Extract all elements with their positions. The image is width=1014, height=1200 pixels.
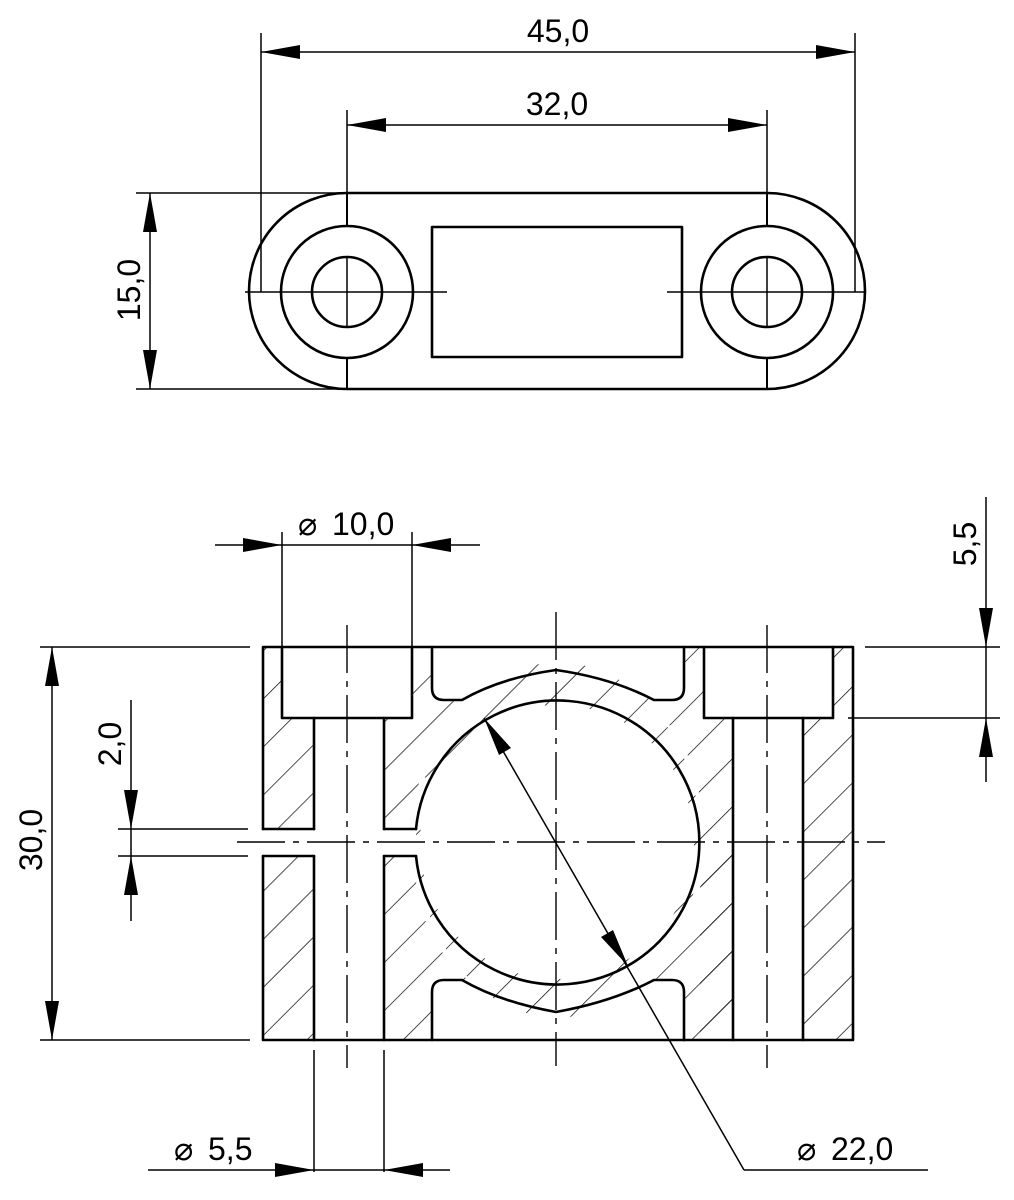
dim-bore-dia: ⌀ 22,0: [797, 1131, 893, 1167]
center-window: [430, 225, 684, 359]
svg-text:⌀: ⌀: [298, 506, 317, 542]
dim-counterbore-dia: ⌀ 10,0: [298, 506, 394, 542]
right-counterbore: [702, 645, 835, 720]
svg-text:⌀: ⌀: [797, 1131, 816, 1167]
section-outer-contour: [261, 645, 855, 1042]
section-view: ⌀ 10,0 5,5 30,0 2,0 ⌀ 5,5: [13, 497, 1000, 1177]
svg-text:10,0: 10,0: [332, 506, 394, 542]
top-view-outline: [247, 191, 867, 391]
dim-slot-gap: 2,0: [92, 722, 128, 766]
dim-hole-spacing: 32,0: [526, 86, 588, 122]
svg-text:22,0: 22,0: [831, 1131, 893, 1167]
dim-overall-length: 45,0: [527, 13, 589, 49]
dim-counterbore-depth: 5,5: [947, 522, 983, 566]
dim-width: 15,0: [111, 259, 147, 321]
svg-text:⌀: ⌀: [174, 1131, 193, 1167]
dim-hole-dia: ⌀ 5,5: [174, 1131, 252, 1167]
top-view: 45,0 32,0 15,0: [111, 13, 867, 391]
dim-height: 30,0: [13, 809, 49, 871]
bottom-relief-groove: [430, 978, 686, 1042]
svg-text:5,5: 5,5: [208, 1131, 252, 1167]
